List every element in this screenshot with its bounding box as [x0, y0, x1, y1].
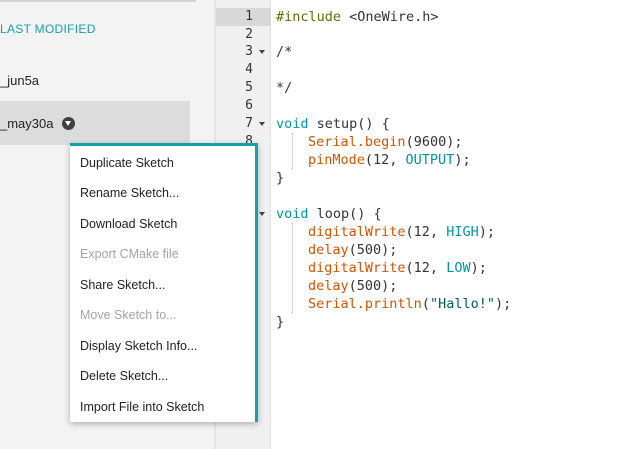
code-line-serial-begin: Serial.begin(9600);: [308, 133, 462, 151]
line-number-row: [216, 205, 271, 223]
output-constant: OUTPUT: [405, 152, 455, 168]
line-number: 8: [245, 134, 253, 149]
println-close: );: [494, 296, 512, 312]
menu-item-move-sketch: Move Sketch to...: [80, 308, 177, 322]
setup-signature: setup() {: [308, 116, 390, 132]
line-number-row: 3: [216, 43, 271, 61]
println-open: (: [421, 296, 430, 312]
comment-close: */: [276, 80, 293, 96]
line-number-row: 5: [216, 79, 271, 97]
sketch-item-label: _jun5a: [0, 72, 40, 88]
digitalwrite-function: digitalWrite: [308, 224, 406, 240]
loop-signature: loop() {: [308, 206, 382, 222]
delay-function: delay: [308, 278, 349, 294]
code-line-1: #include <OneWire.h>: [276, 8, 439, 26]
line-number-row: 7: [216, 115, 271, 133]
string-literal: "Hallo!": [429, 296, 495, 312]
code-editor[interactable]: #include <OneWire.h> /* */ void setup() …: [272, 0, 620, 449]
keyword-void: void: [276, 116, 309, 132]
closing-brace: }: [276, 314, 285, 330]
code-line-loop-close: }: [276, 313, 284, 331]
line-number: 3: [245, 44, 253, 59]
digitalwrite-close: );: [470, 260, 487, 276]
indent-guide: [292, 133, 293, 169]
digitalwrite-args: (12,: [405, 224, 447, 240]
menu-item-display-sketch-info[interactable]: Display Sketch Info...: [80, 339, 198, 353]
sketch-item-label: _may30a: [0, 115, 54, 131]
menu-item-delete-sketch[interactable]: Delete Sketch...: [80, 369, 169, 383]
include-header: <OneWire.h>: [341, 9, 439, 25]
fold-triangle-icon[interactable]: [259, 212, 265, 216]
line-number-row: 2: [216, 26, 271, 44]
sketch-context-menu: Duplicate Sketch Rename Sketch... Downlo…: [70, 143, 258, 422]
serial-object: Serial: [308, 296, 357, 312]
sketch-item-jun5a[interactable]: _jun5a: [0, 58, 190, 102]
code-line-println: Serial.println("Hallo!");: [308, 295, 511, 313]
code-line-pinmode: pinMode(12, OUTPUT);: [308, 151, 471, 169]
delay-args: (500);: [348, 242, 398, 258]
println-method: .println: [356, 296, 422, 312]
pinmode-function: pinMode: [308, 152, 365, 168]
line-number: 6: [245, 98, 253, 113]
comment-open: /*: [276, 44, 293, 60]
line-number-row: 8: [216, 133, 271, 151]
digitalwrite-close: );: [478, 224, 495, 240]
sketch-item-may30a[interactable]: _may30a: [0, 101, 190, 145]
indent-guide: [292, 223, 293, 313]
code-line-loop: void loop() {: [276, 205, 382, 223]
menu-item-rename-sketch[interactable]: Rename Sketch...: [80, 186, 180, 200]
high-constant: HIGH: [446, 224, 479, 240]
digitalwrite-args: (12,: [405, 260, 447, 276]
low-constant: LOW: [446, 260, 471, 276]
sort-header-last-modified[interactable]: LAST MODIFIED: [0, 22, 96, 36]
preprocessor-directive: #include: [276, 9, 342, 25]
pinmode-args: (12,: [364, 152, 406, 168]
pinmode-close: );: [454, 152, 471, 168]
closing-brace: }: [276, 170, 285, 186]
chevron-down-circle-icon[interactable]: [62, 116, 76, 130]
menu-item-export-cmake: Export CMake file: [80, 247, 179, 261]
serial-object: Serial: [308, 134, 357, 150]
menu-item-share-sketch[interactable]: Share Sketch...: [80, 278, 166, 292]
line-number: 4: [245, 62, 253, 77]
code-line-digitalwrite-high: digitalWrite(12, HIGH);: [308, 223, 495, 241]
code-line-setup: void setup() {: [276, 115, 390, 133]
delay-function: delay: [308, 242, 349, 258]
menu-item-import-file[interactable]: Import File into Sketch: [80, 400, 205, 414]
code-line-digitalwrite-low: digitalWrite(12, LOW);: [308, 259, 487, 277]
fold-triangle-icon[interactable]: [259, 50, 265, 54]
line-number: 2: [245, 27, 253, 42]
keyword-void: void: [276, 206, 309, 222]
digitalwrite-function: digitalWrite: [308, 260, 406, 276]
code-line-setup-close: }: [276, 169, 284, 187]
sidebar-top-divider: [0, 0, 196, 2]
code-line-delay-2: delay(500);: [308, 277, 397, 295]
begin-method: .begin: [356, 134, 406, 150]
line-number: 1: [245, 9, 253, 24]
menu-item-download-sketch[interactable]: Download Sketch: [80, 217, 178, 231]
line-number: 5: [245, 80, 253, 95]
delay-args: (500);: [348, 278, 398, 294]
line-number-row: 4: [216, 61, 271, 79]
code-line-delay-1: delay(500);: [308, 241, 397, 259]
menu-item-duplicate-sketch[interactable]: Duplicate Sketch: [80, 156, 174, 170]
code-line-3: /*: [276, 43, 292, 61]
fold-triangle-icon[interactable]: [259, 122, 265, 126]
line-number-row-active: 1: [216, 8, 271, 26]
begin-args: (9600);: [405, 134, 463, 150]
code-line-5: */: [276, 79, 292, 97]
line-number: 7: [245, 116, 253, 131]
line-number-row: 6: [216, 97, 271, 115]
